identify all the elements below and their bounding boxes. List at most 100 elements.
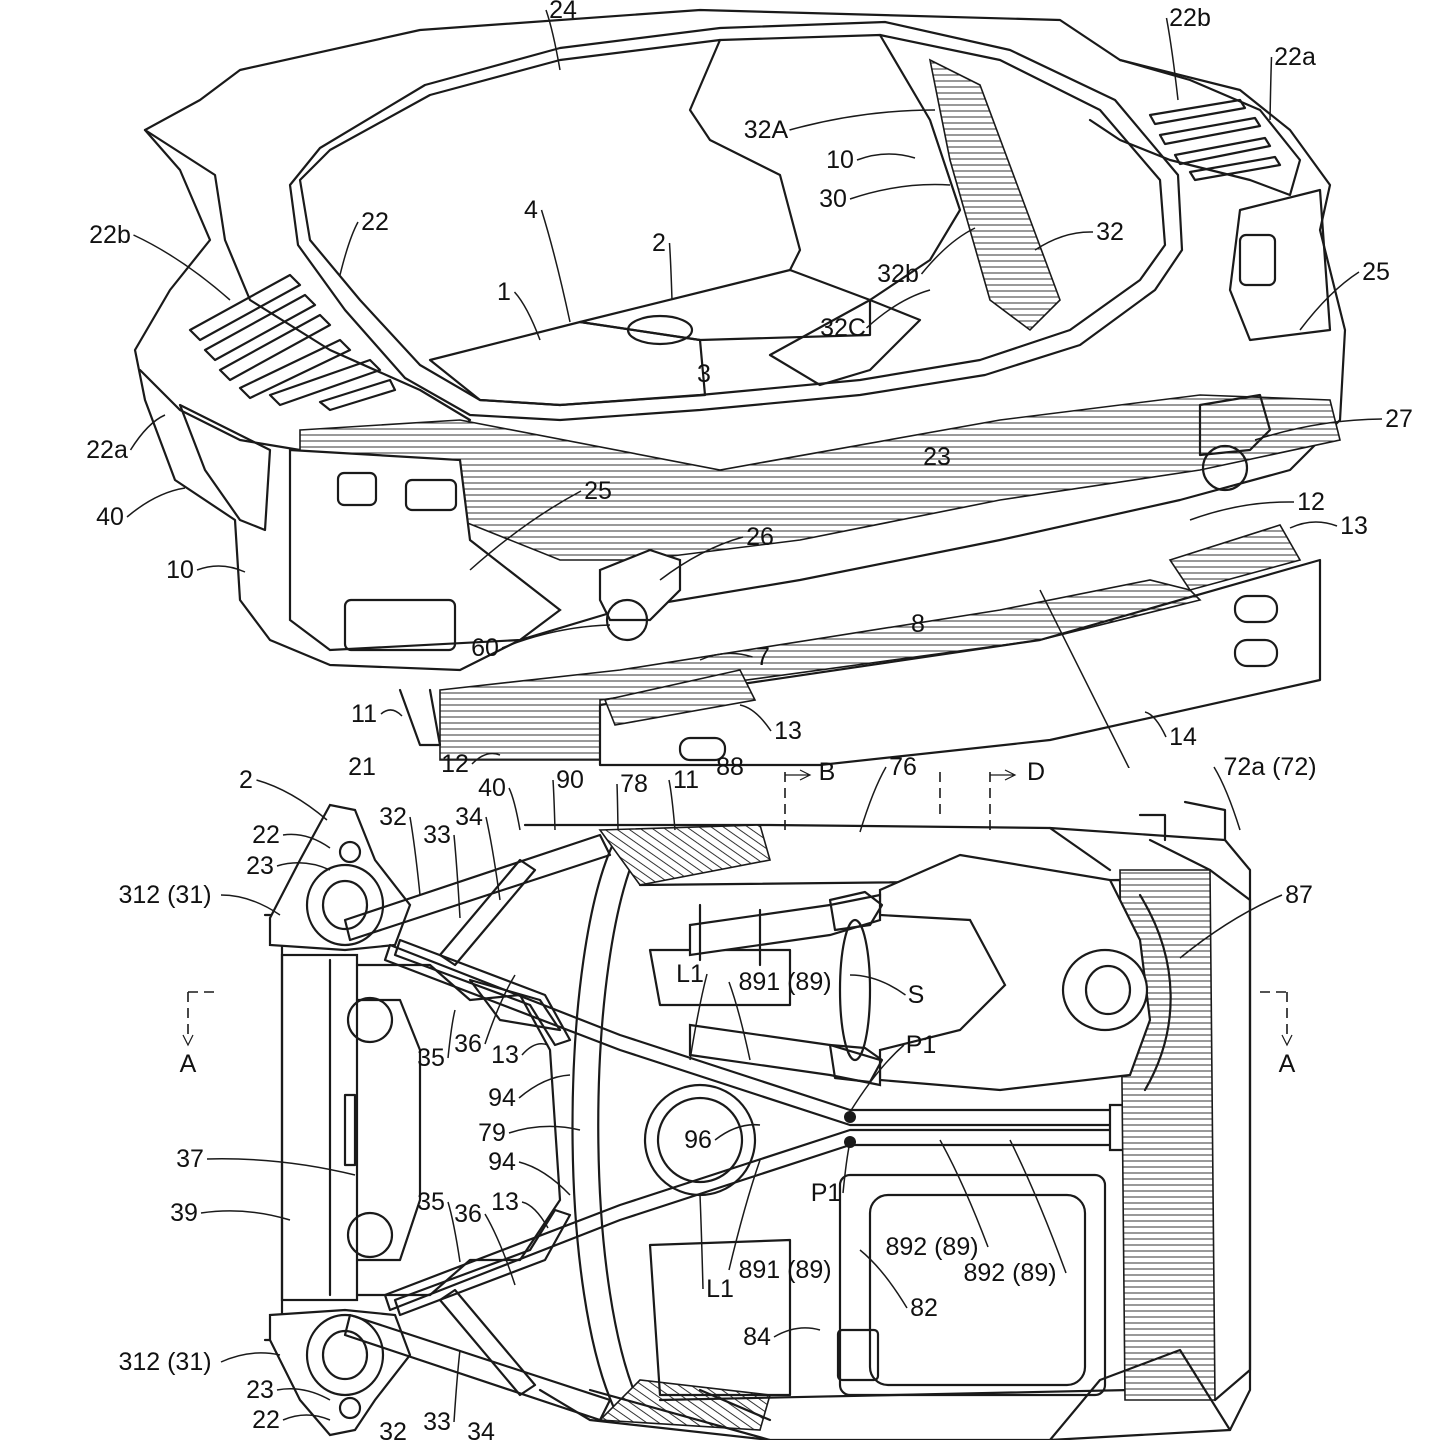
leader-b36t (484, 974, 516, 1045)
label-bL1t: L1 (676, 960, 704, 988)
label-bB: B (819, 758, 836, 786)
label-t1: 1 (497, 278, 511, 306)
driver-arm-lower (688, 1023, 882, 1087)
label-t22a_r: 22a (1274, 43, 1316, 71)
leader-t26 (659, 536, 744, 581)
leader-t24 (545, 9, 561, 71)
mount-hole-bottom (346, 1211, 394, 1259)
label-b13b: 13 (491, 1188, 519, 1216)
label-b23t: 23 (246, 852, 274, 880)
label-b21: 21 (348, 753, 376, 781)
leader-b13t (521, 1043, 549, 1056)
label-b22b: 22 (252, 1406, 280, 1434)
label-b892b: 892 (89) (963, 1259, 1056, 1287)
label-t11: 11 (351, 700, 377, 728)
label-t13b: 13 (774, 717, 802, 745)
leader-t25_r (1299, 271, 1360, 331)
leader-t12b (471, 752, 501, 765)
bumper-beam-8 (439, 579, 1202, 761)
leader-b87 (1179, 894, 1283, 959)
tail-cluster-top (268, 803, 412, 952)
figure-top-body (133, 8, 1347, 771)
brace-32-top (343, 833, 612, 942)
label-t22b_r: 22b (1169, 4, 1211, 32)
label-b32t: 32 (379, 803, 407, 831)
driver-hand-lower (828, 1043, 884, 1084)
leader-b84 (773, 1327, 821, 1338)
label-t12a: 12 (1297, 488, 1325, 516)
cabin-side-lower (598, 1379, 772, 1431)
leader-bP1b (842, 1141, 851, 1194)
beam-27 (1198, 393, 1272, 457)
label-b78: 78 (620, 770, 648, 798)
label-bA_r: A (1279, 1050, 1296, 1078)
label-b72a: 72a (72) (1223, 753, 1316, 781)
point-P1-upper (844, 1111, 856, 1123)
pillar-32A (688, 38, 802, 272)
leader-b13b (521, 1201, 549, 1229)
label-t2: 2 (652, 229, 666, 257)
cabin-side-upper (598, 824, 772, 886)
leader-t27 (1254, 418, 1383, 441)
figure-separator (0, 768, 1440, 772)
label-t14: 14 (1169, 723, 1197, 751)
vent-slots-right (1148, 98, 1282, 182)
label-t23: 23 (923, 443, 951, 471)
label-b94t: 94 (488, 1084, 516, 1112)
label-b94b: 94 (488, 1148, 516, 1176)
pillar-30 (868, 33, 962, 302)
leader-t1 (513, 291, 541, 341)
driver-head (1061, 948, 1149, 1032)
label-t13a: 13 (1340, 512, 1368, 540)
leader-b312t (220, 894, 281, 916)
label-b891t: 891 (89) (738, 968, 831, 996)
roll-hoop-79 (571, 838, 622, 1422)
driver-figure (688, 853, 1152, 1092)
leader-t32b (920, 227, 976, 275)
label-t27: 27 (1385, 405, 1413, 433)
figure-bottom-plan (182, 769, 1293, 1440)
label-t32b: 32b (877, 260, 919, 288)
leader-b40 (508, 787, 521, 831)
right-lamp-housing (1228, 188, 1332, 342)
label-t32A: 32A (744, 116, 789, 144)
label-b891b: 891 (89) (738, 1256, 831, 1284)
side-rail-11 (398, 688, 442, 747)
label-b87: 87 (1285, 881, 1313, 909)
label-t25_l: 25 (584, 477, 612, 505)
left-fender (138, 128, 472, 452)
leader-b22b (282, 1414, 331, 1421)
label-b76: 76 (889, 753, 917, 781)
leader-t7 (699, 652, 753, 661)
lamp-23-top (305, 863, 385, 947)
label-b32b: 32 (379, 1418, 407, 1440)
label-b82: 82 (910, 1294, 938, 1322)
panel-32C (768, 298, 922, 387)
label-b2: 2 (239, 766, 253, 794)
leader-b891b (728, 1159, 761, 1271)
floor-hole (626, 314, 694, 346)
trunk-opening (298, 33, 1167, 407)
leader-t32A (789, 109, 936, 131)
left-lamp-2 (404, 478, 458, 512)
label-t7: 7 (756, 643, 770, 671)
brace-34-bottom (438, 1288, 537, 1397)
slot-14-b (1233, 638, 1279, 668)
steering-column-87 (1138, 893, 1172, 1092)
label-b34t: 34 (455, 803, 483, 831)
label-t12b: 12 (441, 750, 469, 778)
leader-bL1b (699, 1194, 704, 1290)
hook-left (605, 598, 649, 642)
leader-b35b (447, 1201, 461, 1263)
tail-cluster-bottom (268, 1308, 412, 1437)
label-b35b: 35 (417, 1188, 445, 1216)
leader-b72a (1213, 766, 1241, 831)
label-t32C: 32C (820, 314, 866, 342)
leader-t2 (668, 242, 673, 301)
leader-b23b (276, 1388, 331, 1401)
label-t25_r: 25 (1362, 258, 1390, 286)
driver-hand-upper (828, 890, 884, 932)
label-b39: 39 (170, 1199, 198, 1227)
brace-33-top (393, 938, 572, 1047)
leader-b90 (552, 779, 556, 831)
